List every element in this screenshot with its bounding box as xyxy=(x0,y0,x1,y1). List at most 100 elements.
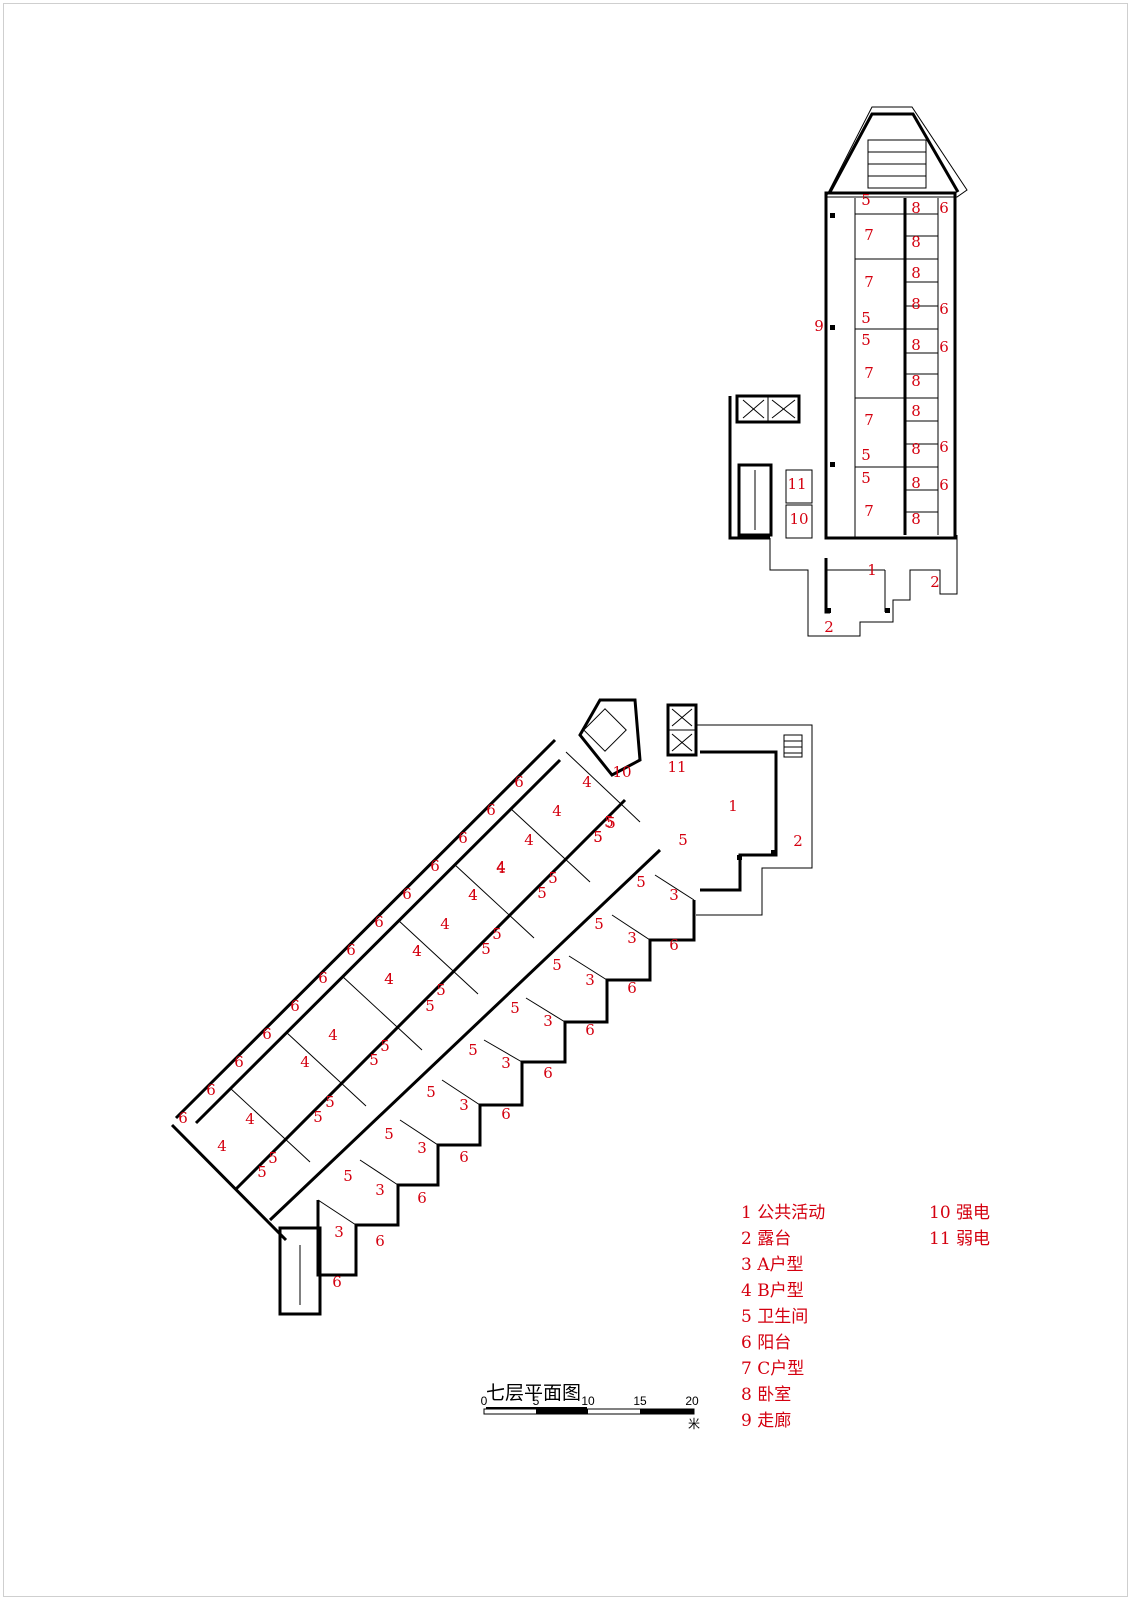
south-b-unit-label: 4 xyxy=(440,915,450,933)
lower-unit-dividers xyxy=(317,874,695,1226)
south-balcony-label: 6 xyxy=(430,857,440,875)
north-bath-label: 5 xyxy=(861,191,871,209)
north-bath-label: 5 xyxy=(861,331,871,349)
scale-bar: 0 5 10 15 20 米 xyxy=(481,1394,700,1431)
south-a-bath-label: 5 xyxy=(636,873,646,891)
south-a-unit-label: 3 xyxy=(669,886,679,904)
south-a-unit-label: 3 xyxy=(501,1054,511,1072)
south-b-unit-label: 4 xyxy=(468,886,478,904)
south-terrace-label: 2 xyxy=(793,832,803,850)
legend-item: 2 露台 xyxy=(741,1229,792,1249)
north-roof-outline xyxy=(825,106,968,198)
north-bedroom-label: 8 xyxy=(911,372,921,390)
south-a-unit-label: 3 xyxy=(585,971,595,989)
south-b-unit-label: 4 xyxy=(384,970,394,988)
south-a-bath-label: 5 xyxy=(678,831,688,849)
south-balcony-label: 6 xyxy=(234,1053,244,1071)
south-a-balcony-label: 6 xyxy=(332,1273,342,1291)
south-b-unit-label: 4 xyxy=(412,942,422,960)
south-b-bath-label: 5 xyxy=(537,884,547,902)
south-b-bath-label: 5 xyxy=(481,940,491,958)
scale-tick-0: 0 xyxy=(481,1394,488,1408)
north-bedroom-label: 8 xyxy=(911,440,921,458)
south-balcony-label: 6 xyxy=(374,913,384,931)
north-bedroom-label: 8 xyxy=(911,510,921,528)
south-west-end-wall xyxy=(170,1123,288,1242)
scale-tick-20: 20 xyxy=(685,1394,699,1408)
north-outer-wall xyxy=(824,191,957,540)
south-b-unit-label: 4 xyxy=(384,970,394,988)
south-b-bath-label: 5 xyxy=(548,869,558,887)
north-power-room-label: 10 xyxy=(789,510,808,528)
north-core-wall xyxy=(728,396,770,540)
south-a-unit-label: 3 xyxy=(459,1096,469,1114)
north-core-stair xyxy=(737,463,773,537)
north-bedroom-label: 8 xyxy=(911,402,921,420)
south-b-bath-label: 5 xyxy=(257,1163,267,1181)
south-public-room-wall xyxy=(700,750,778,892)
south-a-bath-label: 5 xyxy=(468,1041,478,1059)
south-b-unit-label: 4 xyxy=(496,859,506,877)
south-a-balcony-label: 6 xyxy=(501,1105,511,1123)
south-a-bath-label: 5 xyxy=(384,1125,394,1143)
south-balcony-label: 6 xyxy=(402,885,412,903)
north-bedroom-label: 8 xyxy=(911,336,921,354)
page-frame xyxy=(3,3,1128,1597)
upper-unit-dividers xyxy=(229,751,641,1163)
south-b-unit-label: 4 xyxy=(300,1053,310,1071)
south-b-unit-label: 4 xyxy=(468,886,478,904)
south-b-bath-label: 5 xyxy=(593,828,603,846)
legend-item: 8 卧室 xyxy=(741,1385,792,1405)
north-bath-label: 5 xyxy=(861,446,871,464)
south-block xyxy=(170,698,813,1316)
north-unit-label: 7 xyxy=(864,502,874,520)
south-b-unit-label: 4 xyxy=(217,1137,227,1155)
south-b-bath-label: 5 xyxy=(268,1149,278,1167)
scale-tick-5: 5 xyxy=(533,1394,540,1408)
scale-tick-10: 10 xyxy=(581,1394,595,1408)
south-west-stair xyxy=(278,1226,322,1316)
south-b-unit-label: 4 xyxy=(552,802,562,820)
south-unit-front-wall xyxy=(194,758,562,1125)
south-balcony-label: 6 xyxy=(290,997,300,1015)
scale-tick-15: 15 xyxy=(633,1394,647,1408)
north-bedroom-label: 8 xyxy=(911,199,921,217)
legend-item: 6 阳台 xyxy=(741,1333,792,1353)
south-corridor-south xyxy=(268,848,662,1222)
north-bath-label: 5 xyxy=(861,309,871,327)
south-balcony-label: 6 xyxy=(206,1081,216,1099)
south-a-unit-label: 3 xyxy=(375,1181,385,1199)
south-b-unit-label: 4 xyxy=(412,942,422,960)
south-weak-room-label: 11 xyxy=(667,758,686,776)
south-b-bath-label: 5 xyxy=(325,1093,335,1111)
south-north-stair xyxy=(578,698,642,777)
drawing-title: 七层平面图 xyxy=(486,1378,588,1409)
south-balcony-label: 6 xyxy=(262,1025,272,1043)
legend-item: 10 强电 xyxy=(929,1203,991,1223)
south-a-balcony-label: 6 xyxy=(543,1064,553,1082)
legend-item: 4 B户型 xyxy=(741,1281,804,1301)
south-public-room-label: 1 xyxy=(728,797,738,815)
south-balcony-label: 6 xyxy=(178,1109,188,1127)
north-unit-label: 7 xyxy=(864,411,874,429)
south-b-bath-label: 5 xyxy=(425,997,435,1015)
south-b-bath-label: 5 xyxy=(606,814,616,832)
south-a-unit-label: 3 xyxy=(417,1139,427,1157)
south-a-balcony-label: 6 xyxy=(585,1021,595,1039)
north-bedroom-label: 8 xyxy=(911,264,921,282)
north-gable-wall xyxy=(828,112,960,193)
south-corridor-wall-outer xyxy=(174,738,557,1120)
scale-unit: 米 xyxy=(688,1417,700,1431)
south-power-room-label: 10 xyxy=(612,763,631,781)
south-b-bath-label: 5 xyxy=(380,1037,390,1055)
south-a-unit-label: 3 xyxy=(334,1223,344,1241)
south-corridor-north xyxy=(233,798,627,1192)
south-b-bath-label: 5 xyxy=(604,813,614,831)
north-corridor-label: 9 xyxy=(814,317,824,335)
south-b-bath-label: 5 xyxy=(313,1108,323,1126)
legend-item: 3 A户型 xyxy=(741,1255,804,1275)
south-a-balcony-label: 6 xyxy=(669,936,679,954)
south-b-bath-label: 5 xyxy=(593,828,603,846)
south-balcony-label: 6 xyxy=(346,941,356,959)
